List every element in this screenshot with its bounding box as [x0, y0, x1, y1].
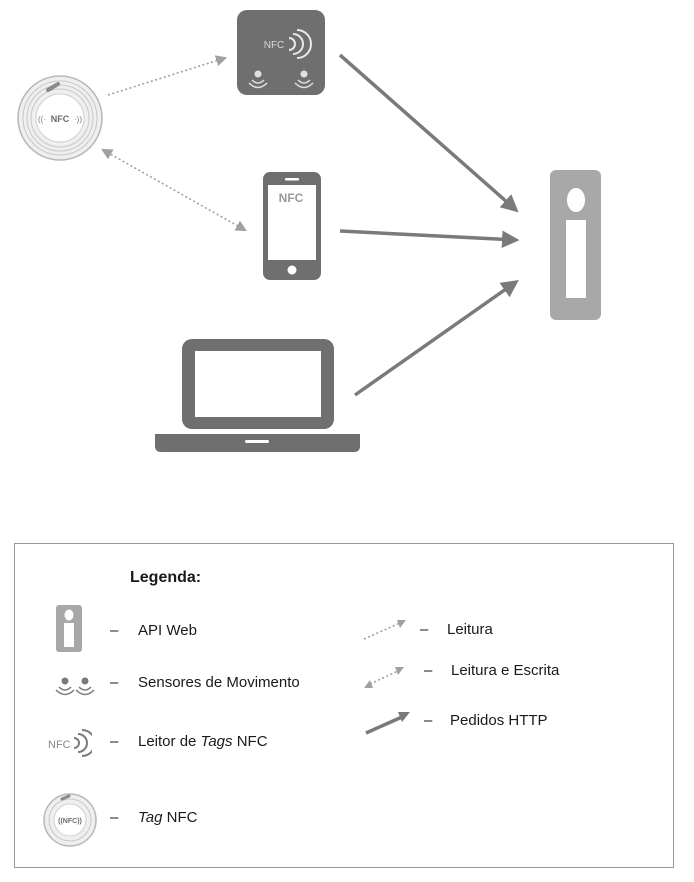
legend-nfc-reader: Leitor de Tags NFC — [138, 733, 268, 750]
legend-read-write: Leitura e Escrita — [451, 662, 560, 679]
legend-dash: – — [110, 674, 119, 691]
legend-dash: – — [424, 712, 433, 729]
legend-http: Pedidos HTTP — [450, 712, 548, 729]
nfc-tag-label: NFC — [51, 114, 70, 124]
svg-text:NFC: NFC — [48, 739, 71, 751]
nfc-tag-icon: NFC ((· ·)) — [17, 75, 103, 161]
api-web-icon — [550, 170, 601, 320]
architecture-diagram: NFC ((· ·)) NFC NFC — [17, 10, 601, 452]
legend-dash: – — [110, 622, 119, 639]
legend-api-web: API Web — [138, 622, 197, 639]
phone-screen-label: NFC — [279, 191, 304, 205]
http-arrow-phone — [339, 229, 520, 249]
laptop-icon — [155, 339, 360, 452]
legend-dash: – — [110, 733, 119, 750]
legend-box — [14, 543, 674, 868]
http-arrow-laptop — [353, 279, 519, 397]
svg-text:((NFC)): ((NFC)) — [58, 818, 82, 825]
read-arrow-sample — [363, 620, 406, 640]
legend-dash: – — [420, 621, 429, 638]
api-web-icon — [56, 605, 82, 652]
nfc-reader-icon: NFC — [48, 729, 92, 757]
read-arrow — [107, 55, 228, 96]
legend-title: Legenda: — [130, 569, 202, 586]
legend-read: Leitura — [447, 621, 493, 638]
smartphone-icon: NFC — [263, 172, 321, 280]
read-write-arrow — [101, 148, 247, 232]
svg-text:((·: ((· — [38, 115, 46, 124]
http-arrow-reader — [338, 53, 519, 213]
read-write-arrow-sample — [364, 667, 404, 688]
nfc-reader-label: NFC — [264, 40, 285, 51]
nfc-tag-icon: ((NFC)) — [43, 793, 97, 847]
nfc-reader-icon: NFC — [237, 10, 325, 95]
legend-dash: – — [110, 809, 119, 826]
legend-nfc-tag: Tag NFC — [138, 809, 198, 826]
svg-text:·)): ·)) — [74, 115, 82, 124]
legend-motion-sensors: Sensores de Movimento — [138, 674, 300, 691]
motion-sensor-icon — [55, 677, 95, 696]
http-arrow-sample — [365, 712, 410, 735]
legend-dash: – — [424, 662, 433, 679]
